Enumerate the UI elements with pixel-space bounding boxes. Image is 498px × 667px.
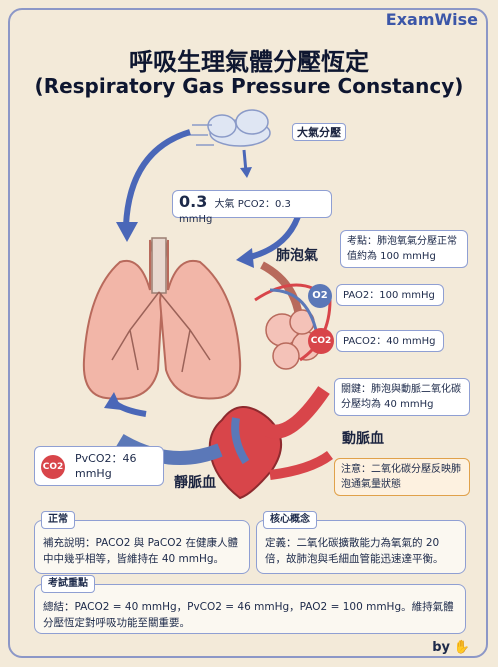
footer-by: by bbox=[432, 640, 450, 655]
atmosphere-value: 0.3 bbox=[179, 192, 208, 211]
core-tag: 核心概念 bbox=[263, 511, 317, 529]
exam-tag: 考試重點 bbox=[41, 575, 95, 593]
venous-box: CO2 PvCO2：46 mmHg bbox=[34, 446, 164, 486]
paco2-box: PACO2：40 mmHg bbox=[336, 330, 444, 352]
page-frame bbox=[8, 8, 488, 658]
normal-text: 補充說明：PACO2 與 PaCO2 在健康人體中中幾乎相等，皆維持在 40 m… bbox=[43, 537, 239, 565]
pao2-box: PAO2：100 mmHg bbox=[336, 284, 444, 306]
artery-vessel bbox=[265, 386, 330, 439]
vein-vessel bbox=[116, 433, 223, 465]
hand-icon: ✋ bbox=[453, 640, 470, 655]
core-text: 定義：二氧化碳擴散能力為氧氣的 20 倍，故肺泡與毛細血管能迅速達平衡。 bbox=[265, 537, 444, 565]
exam-section: 考試重點 總結：PACO2 = 40 mmHg，PvCO2 = 46 mmHg，… bbox=[34, 575, 466, 634]
vein-label: 靜脈血 bbox=[174, 475, 216, 491]
page-subtitle: (Respiratory Gas Pressure Constancy) bbox=[34, 74, 464, 98]
atmosphere-text: 大氣 PCO2：0.3 mmHg bbox=[179, 199, 291, 225]
o2-chip: O2 bbox=[308, 284, 332, 308]
co2-chip: CO2 bbox=[308, 328, 334, 354]
cloud-icon bbox=[207, 109, 271, 147]
key-relation-box: 關鍵：肺泡與動脈二氧化碳分壓均為 40 mmHg bbox=[334, 378, 470, 416]
exam-text: 總結：PACO2 = 40 mmHg，PvCO2 = 46 mmHg，PAO2 … bbox=[43, 601, 454, 629]
core-section: 核心概念 定義：二氧化碳擴散能力為氧氣的 20 倍，故肺泡與毛細血管能迅速達平衡… bbox=[256, 511, 466, 574]
page-title: 呼吸生理氣體分壓恆定 bbox=[129, 48, 369, 76]
normal-tag: 正常 bbox=[41, 511, 75, 529]
alveoli-label: 肺泡氣 bbox=[276, 248, 318, 264]
normal-section: 正常 補充說明：PACO2 與 PaCO2 在健康人體中中幾乎相等，皆維持在 4… bbox=[34, 511, 250, 574]
arrow-head-icon bbox=[240, 167, 252, 178]
venous-co2-chip: CO2 bbox=[41, 455, 65, 479]
atmosphere-box: 0.3 大氣 PCO2：0.3 mmHg bbox=[172, 190, 332, 225]
lungs-icon bbox=[82, 237, 242, 400]
key-point-box: 考點：肺泡氧氣分壓正常值約為 100 mmHg bbox=[340, 230, 468, 268]
brand-logo: ExamWise bbox=[385, 10, 478, 29]
curved-arrow-left-icon bbox=[123, 129, 191, 226]
artery-label: 動脈血 bbox=[342, 431, 384, 447]
atmosphere-label: 大氣分壓 bbox=[292, 123, 346, 141]
note-box: 注意：二氧化碳分壓反映肺泡通氣量狀態 bbox=[334, 458, 470, 496]
venous-text: PvCO2：46 mmHg bbox=[75, 452, 137, 480]
